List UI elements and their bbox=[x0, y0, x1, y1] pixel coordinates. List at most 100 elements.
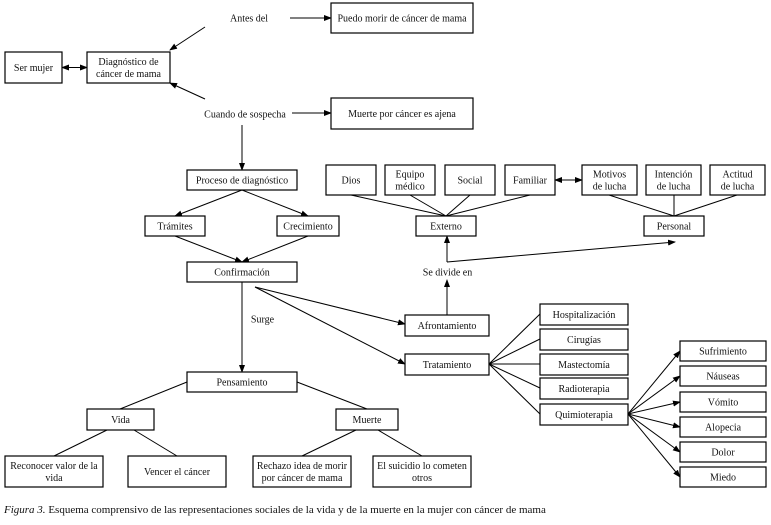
line-connector bbox=[133, 429, 178, 457]
line-connector bbox=[608, 194, 675, 217]
line-connector bbox=[488, 338, 541, 365]
node-se-divide: Se divide en bbox=[423, 268, 472, 279]
node-label: de lucha bbox=[657, 182, 691, 193]
node-box bbox=[372, 455, 472, 488]
arrow-connector bbox=[254, 286, 406, 365]
node-confirmacion: Confirmación bbox=[186, 261, 298, 283]
node-label: Muerte bbox=[353, 415, 382, 426]
node-box bbox=[404, 314, 490, 337]
node-box bbox=[86, 51, 171, 84]
node-label: Equipo bbox=[396, 170, 425, 181]
line-connector bbox=[445, 194, 471, 217]
node-dolor: Dolor bbox=[679, 441, 767, 463]
node-label: Familiar bbox=[513, 176, 548, 187]
node-box bbox=[404, 353, 490, 376]
node-muerte-ajena: Muerte por cáncer es ajena bbox=[330, 97, 474, 130]
node-box bbox=[539, 403, 629, 426]
node-box bbox=[186, 371, 298, 393]
node-box bbox=[679, 466, 767, 488]
node-label: Antes del bbox=[230, 14, 268, 25]
arrow-connector bbox=[254, 286, 406, 326]
node-antes-del: Antes del bbox=[230, 14, 268, 25]
node-label: Sufrimiento bbox=[699, 347, 747, 358]
arrow-connector bbox=[169, 26, 206, 51]
arrow-connector bbox=[174, 189, 243, 217]
node-label: Miedo bbox=[710, 473, 736, 484]
caption-prefix: Figura 3. bbox=[4, 504, 46, 516]
node-label: Social bbox=[458, 176, 483, 187]
line-connector bbox=[488, 363, 541, 415]
node-cirugias: Cirugías bbox=[539, 328, 629, 351]
node-vomito: Vómito bbox=[679, 391, 767, 413]
arrow-connector bbox=[627, 400, 681, 415]
node-personal: Personal bbox=[643, 215, 705, 237]
node-label: Rechazo idea de morir bbox=[257, 461, 348, 472]
node-box bbox=[186, 169, 298, 191]
node-box bbox=[4, 455, 104, 488]
node-box bbox=[539, 303, 629, 326]
node-label: Intención bbox=[655, 170, 693, 181]
line-connector bbox=[445, 194, 531, 217]
node-label: médico bbox=[395, 182, 424, 193]
node-afrontamiento: Afrontamiento bbox=[404, 314, 490, 337]
node-box bbox=[709, 164, 766, 196]
node-cuando-sospecha: Cuando de sospecha bbox=[204, 110, 286, 121]
line-connector bbox=[301, 429, 357, 457]
arrow-connector bbox=[169, 82, 206, 100]
node-label: Náuseas bbox=[706, 372, 739, 383]
node-box bbox=[679, 391, 767, 413]
node-label: Alopecia bbox=[705, 423, 742, 434]
line-connector bbox=[296, 381, 368, 410]
node-box bbox=[679, 416, 767, 438]
node-box bbox=[504, 164, 556, 196]
node-vida: Vida bbox=[86, 408, 155, 431]
node-label: Pensamiento bbox=[216, 378, 267, 389]
node-label: Externo bbox=[430, 222, 462, 233]
node-box bbox=[539, 353, 629, 376]
arrow-connector bbox=[241, 235, 309, 263]
arrow-connector bbox=[627, 413, 681, 453]
node-label: Se divide en bbox=[423, 268, 472, 279]
node-box bbox=[127, 455, 227, 488]
arrow-connector bbox=[241, 189, 309, 217]
node-box bbox=[679, 441, 767, 463]
node-label: Reconocer valor de la bbox=[10, 461, 98, 472]
node-label: Radioterapia bbox=[558, 384, 610, 395]
node-tramites: Trámites bbox=[144, 215, 206, 237]
node-label: Puedo morir de cáncer de mama bbox=[337, 14, 467, 25]
node-box bbox=[679, 340, 767, 362]
node-ser-mujer: Ser mujer bbox=[4, 51, 63, 84]
node-label: El suicidio lo cometen bbox=[377, 461, 467, 472]
node-box bbox=[645, 164, 702, 196]
node-quimioterapia: Quimioterapia bbox=[539, 403, 629, 426]
node-tratamiento: Tratamiento bbox=[404, 353, 490, 376]
node-hospitalizacion: Hospitalización bbox=[539, 303, 629, 326]
node-label: por cáncer de mama bbox=[262, 473, 343, 484]
node-box bbox=[384, 164, 436, 196]
node-label: Vómito bbox=[708, 398, 739, 409]
node-box bbox=[144, 215, 206, 237]
node-box bbox=[330, 2, 474, 34]
line-connector bbox=[488, 313, 541, 365]
node-label: Actitud bbox=[723, 170, 753, 181]
node-box bbox=[186, 261, 298, 283]
line-connector bbox=[119, 381, 188, 410]
node-label: de lucha bbox=[721, 182, 755, 193]
node-box bbox=[679, 365, 767, 387]
arrow-connector bbox=[174, 235, 243, 263]
arrow-connector bbox=[627, 413, 681, 478]
node-label: Dolor bbox=[711, 448, 735, 459]
node-label: Cuando de sospecha bbox=[204, 110, 286, 121]
node-vencer: Vencer el cáncer bbox=[127, 455, 227, 488]
arrow-connector bbox=[627, 375, 681, 415]
node-label: Crecimiento bbox=[283, 222, 332, 233]
line-connector bbox=[53, 429, 108, 457]
node-box bbox=[415, 215, 477, 237]
node-box bbox=[539, 377, 629, 400]
